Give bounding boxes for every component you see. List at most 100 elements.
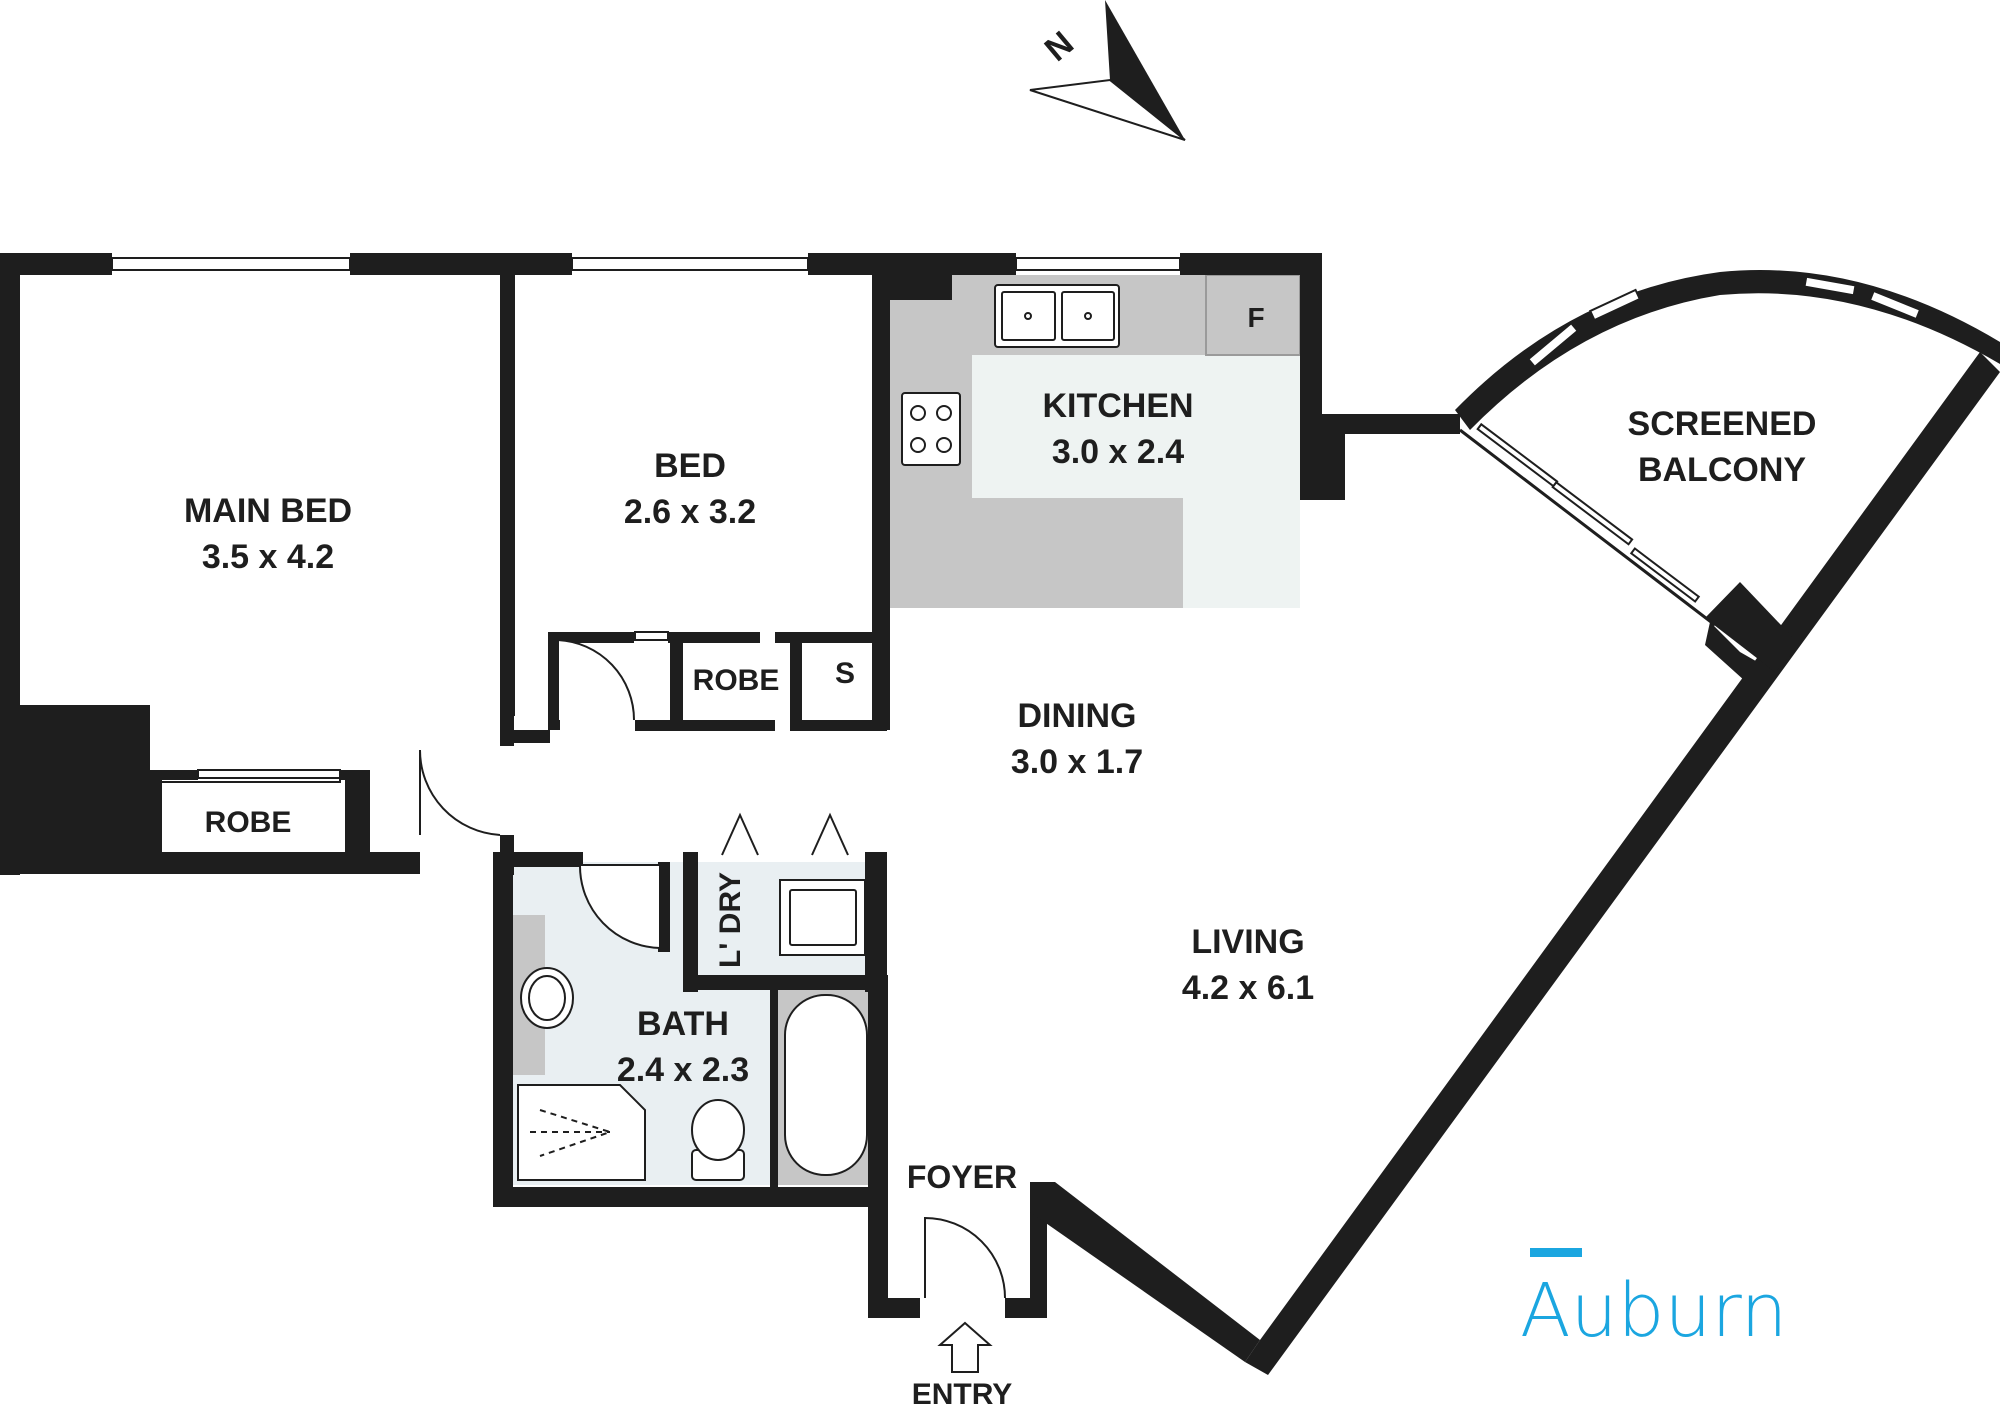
wall	[668, 632, 760, 643]
window-kitchen	[1015, 257, 1181, 271]
robe-bed-label: ROBE	[693, 664, 780, 697]
wall	[493, 1187, 873, 1207]
cooktop	[901, 392, 961, 466]
wall	[1705, 582, 1800, 672]
wall	[1180, 253, 1322, 275]
compass-south-half	[1029, 78, 1186, 141]
balcony-name-line1: SCREENED	[1628, 405, 1817, 443]
entry-label: ENTRY	[912, 1378, 1013, 1409]
wall	[345, 770, 370, 860]
shower	[517, 1084, 646, 1181]
north-arrow-icon: N	[1029, 0, 1186, 141]
robe-main-label: ROBE	[205, 806, 292, 839]
wall	[148, 770, 162, 860]
wall	[775, 632, 887, 643]
wall	[1455, 270, 2000, 430]
basin-inner	[528, 975, 566, 1021]
wall	[790, 640, 802, 730]
room-labels: MAIN BED 3.5 x 4.2 BED 2.6 x 3.2 KITCHEN…	[184, 302, 1817, 1409]
wall	[635, 720, 775, 731]
dining-dims: 3.0 x 1.7	[1011, 743, 1143, 781]
robe-door-main	[197, 769, 341, 779]
wall	[872, 270, 952, 300]
bath-name: BATH	[637, 1005, 729, 1043]
toilet-bowl	[691, 1099, 745, 1161]
window-balcony	[1588, 288, 1642, 322]
doors	[197, 631, 1006, 1299]
burner-icon	[910, 437, 926, 453]
door-main-bed[interactable]	[418, 749, 501, 836]
wall	[493, 852, 513, 1207]
wall	[340, 770, 370, 780]
laundry-label: L' DRY	[714, 872, 747, 968]
wall	[500, 730, 550, 743]
window-balcony	[1526, 321, 1580, 369]
wall	[865, 852, 887, 992]
bed-name: BED	[654, 447, 726, 485]
storage-label: S	[835, 657, 855, 690]
wall	[1705, 622, 1775, 690]
living-name: LIVING	[1191, 923, 1304, 961]
window-balcony	[1803, 275, 1857, 297]
door-laundry-right[interactable]	[811, 812, 849, 856]
wall	[868, 1187, 888, 1317]
window-bed	[571, 257, 809, 271]
wall	[0, 253, 20, 875]
foyer-label: FOYER	[907, 1159, 1017, 1195]
compass-label: N	[1038, 24, 1081, 69]
wall	[1245, 352, 2000, 1375]
wall	[1030, 1182, 1260, 1362]
wall	[0, 852, 420, 874]
wall	[20, 705, 150, 860]
balcony-windows	[1526, 275, 1922, 369]
wall	[683, 975, 878, 990]
fridge-space	[1205, 274, 1301, 356]
sink-drain	[1084, 312, 1092, 320]
wall	[1300, 253, 1322, 417]
entry-arrow-icon	[937, 1321, 993, 1373]
door-bed[interactable]	[557, 638, 636, 721]
balcony-screen	[1459, 428, 1716, 627]
wall	[548, 632, 634, 643]
wall	[868, 1298, 920, 1318]
brand-text: Auburn	[1520, 1268, 1787, 1354]
compass-north-half	[1105, 0, 1185, 140]
kitchen-name: KITCHEN	[1042, 387, 1193, 425]
bath-tub	[784, 994, 868, 1176]
wall	[868, 975, 888, 1207]
brand-logo: Auburn	[1520, 1248, 1787, 1354]
wall	[770, 975, 778, 1190]
main-bed-dims: 3.5 x 4.2	[202, 538, 334, 576]
door-bath[interactable]	[578, 864, 661, 950]
bath-dims: 2.4 x 2.3	[617, 1051, 749, 1089]
robe-door-bed	[634, 631, 669, 641]
wall	[493, 852, 583, 867]
wall	[683, 852, 698, 992]
burner-icon	[936, 405, 952, 421]
brand-bar	[1530, 1248, 1582, 1257]
burner-icon	[936, 437, 952, 453]
sliding-panel	[1629, 547, 1701, 603]
kitchen-bench	[890, 275, 1300, 608]
burner-icon	[910, 405, 926, 421]
wall	[500, 270, 515, 716]
balcony-sliding-panels	[1476, 422, 1701, 603]
bed-dims: 2.6 x 3.2	[624, 493, 756, 531]
sliding-panel	[1476, 422, 1559, 488]
balcony-name-line2: BALCONY	[1638, 451, 1806, 489]
dining-name: DINING	[1018, 697, 1137, 735]
fridge-label: F	[1247, 302, 1264, 333]
living-dims: 4.2 x 6.1	[1182, 969, 1314, 1007]
sink-drain	[1024, 312, 1032, 320]
shower-drain	[539, 1109, 614, 1157]
door-laundry-left[interactable]	[721, 812, 759, 856]
wall	[808, 253, 1016, 275]
wall	[872, 270, 890, 730]
main-bed-name: MAIN BED	[184, 492, 352, 530]
window-main-bed	[111, 257, 351, 271]
wall	[350, 253, 572, 275]
door-entry[interactable]	[924, 1216, 1006, 1299]
wall	[148, 770, 198, 780]
wall	[790, 720, 887, 731]
